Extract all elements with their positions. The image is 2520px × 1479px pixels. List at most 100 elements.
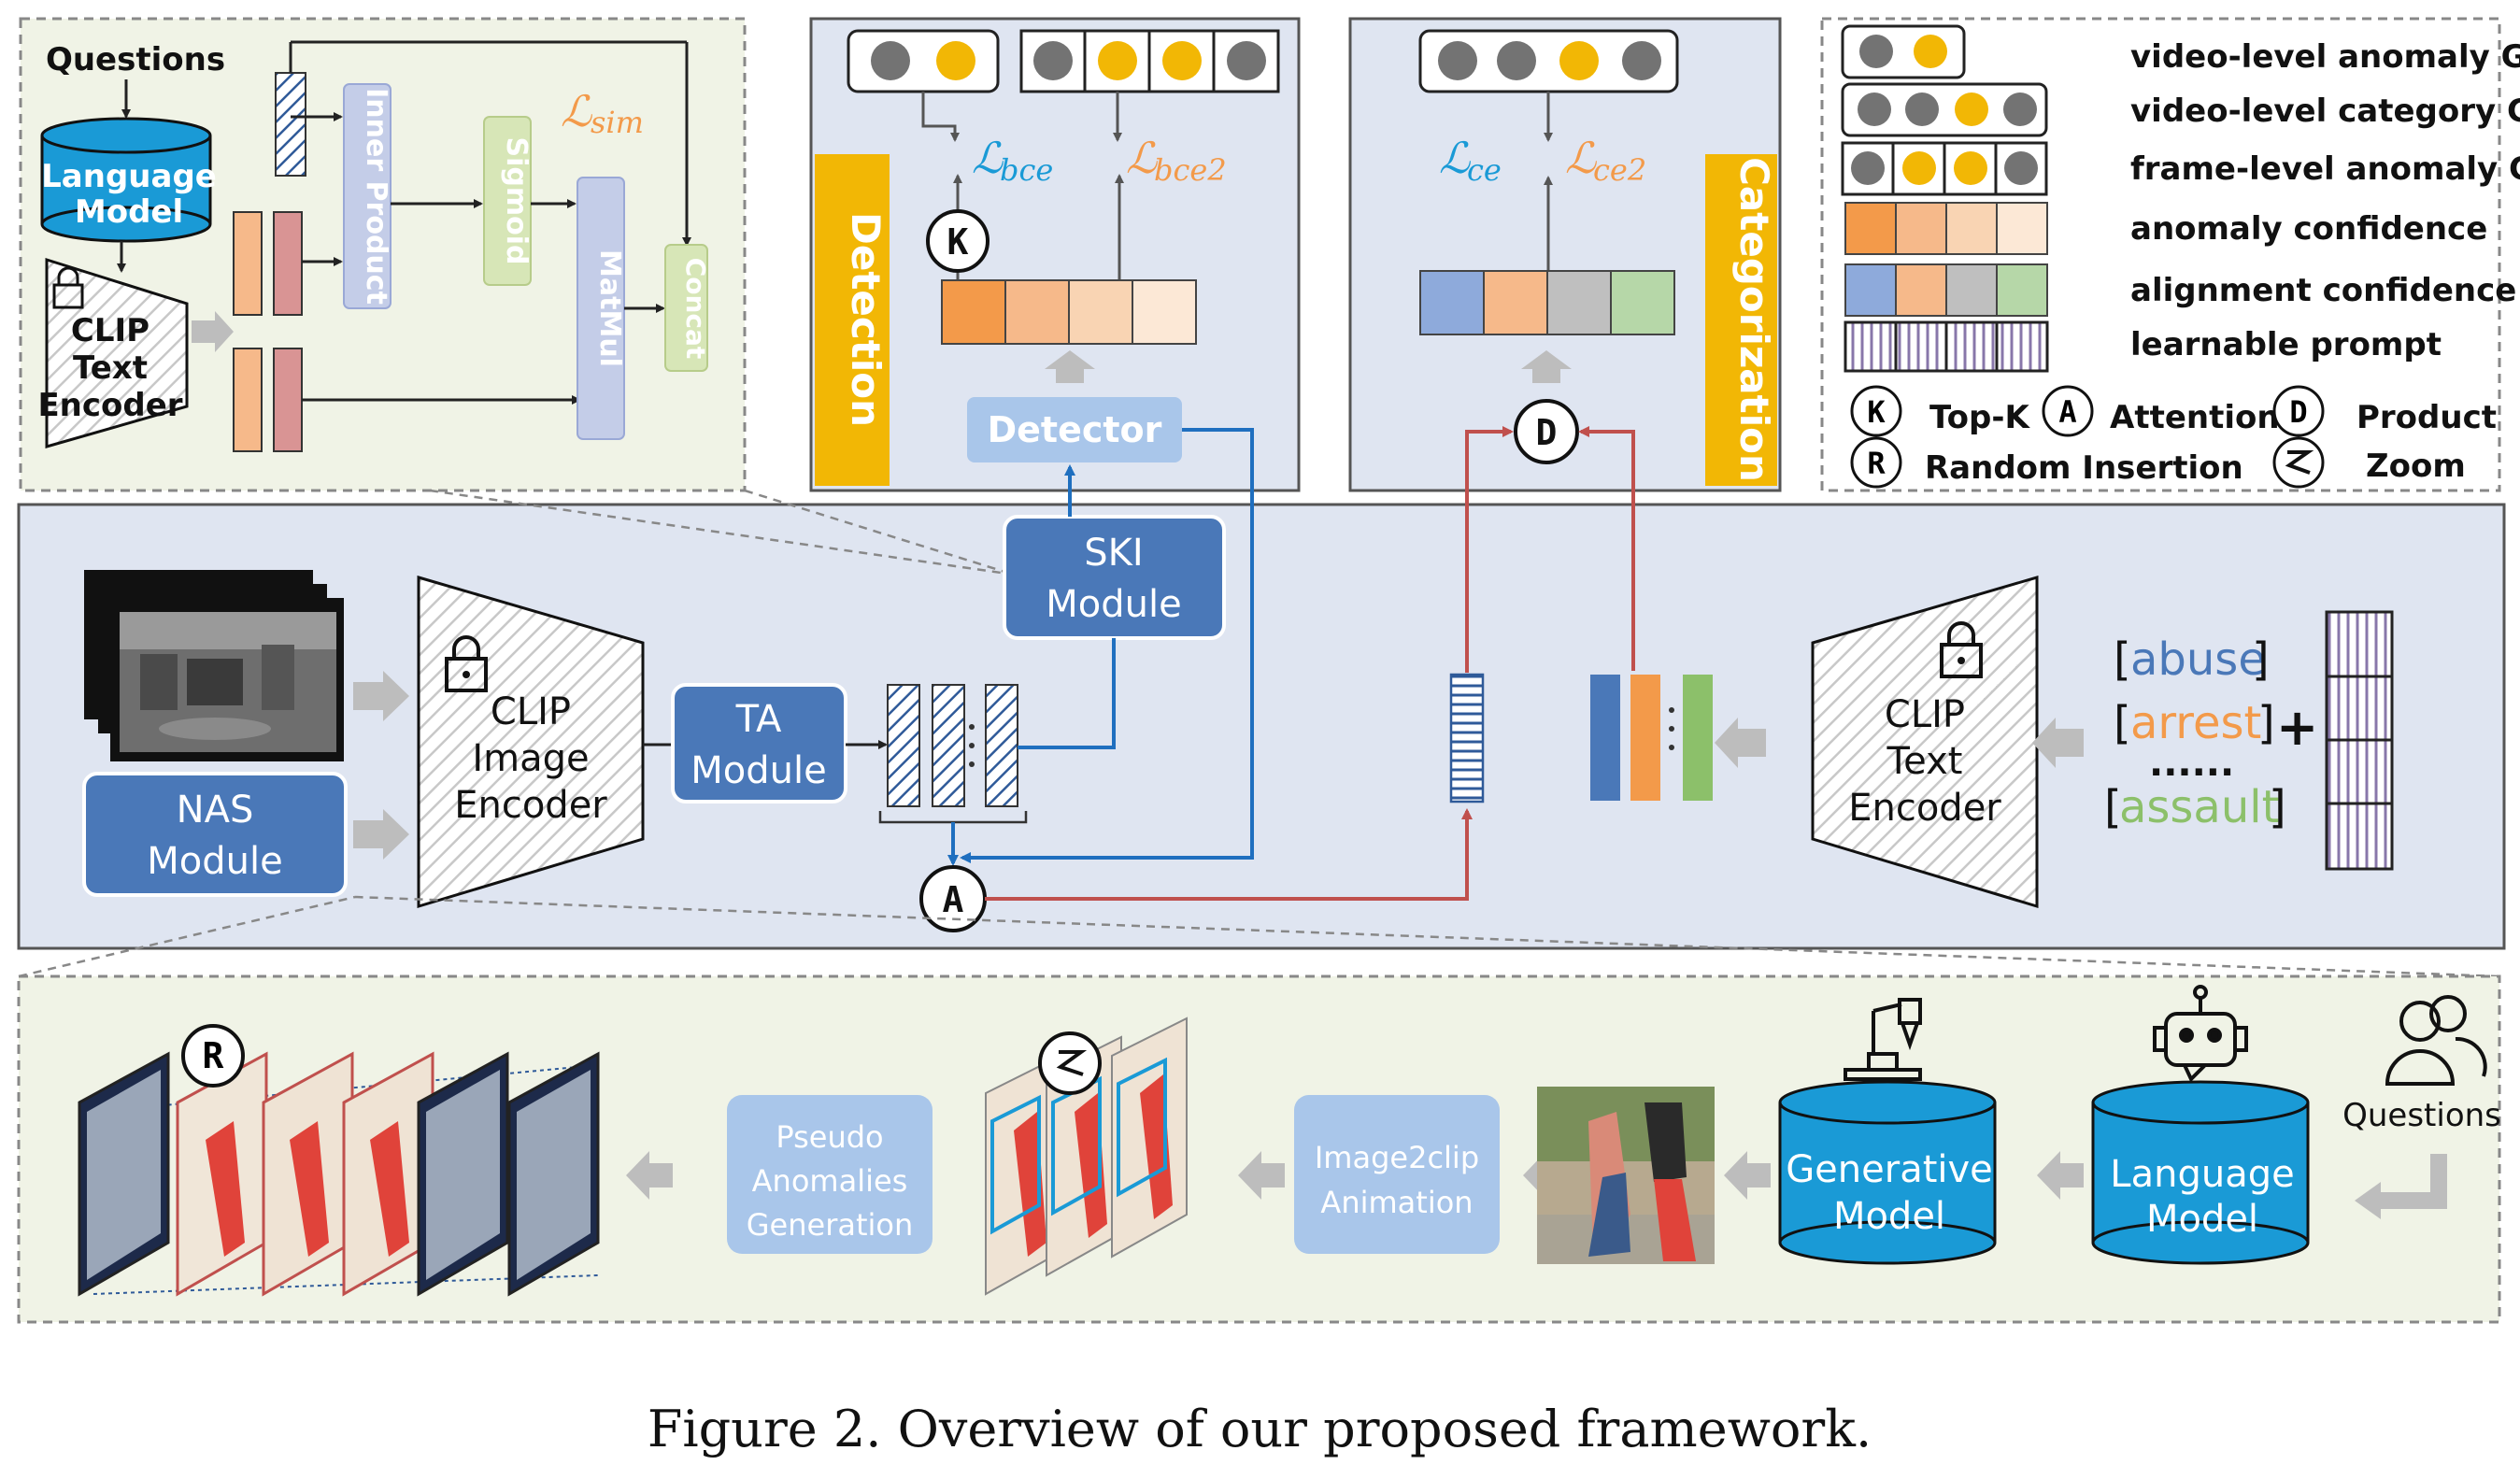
language-model-label-1: Language <box>41 158 217 195</box>
product-symbol: D <box>1536 412 1558 453</box>
inner-product-box <box>343 83 392 309</box>
legend-zoom-icon <box>2272 436 2325 489</box>
video-frames <box>84 570 344 761</box>
lock-icon <box>52 266 84 309</box>
loss-sim-sub: sim <box>591 105 644 140</box>
clip-image-label-1: CLIP <box>491 690 571 733</box>
inserted-frames <box>78 1051 600 1297</box>
loss-ce-L: ℒ <box>1439 133 1471 183</box>
topk-symbol: K <box>947 221 969 263</box>
ta-module-label-1: TA <box>735 698 782 741</box>
loss-bce2-sub: bce2 <box>1154 152 1227 188</box>
legend-label-4: anomaly confidence <box>2130 210 2487 248</box>
product-circle-icon <box>1514 399 1579 464</box>
clip-text-label-1: CLIP <box>1885 693 1965 736</box>
language-model-cylinder-bottom: Language Model <box>2091 1080 2310 1265</box>
inner-product-label: Inner Product <box>360 88 392 305</box>
language-model-cylinder: Language Model <box>40 117 217 243</box>
loss-ce2-L: ℒ <box>1565 133 1597 183</box>
legend-label-6: learnable prompt <box>2130 326 2442 363</box>
random-symbol: R <box>203 1035 224 1076</box>
language-bottom-label-1: Language <box>2110 1153 2294 1196</box>
generative-model-cylinder: Generative Model <box>1778 1080 1997 1265</box>
attention-symbol: A <box>943 879 964 920</box>
legend: video-level anomaly GT video-level categ… <box>1820 17 2520 492</box>
legend-topk-symbol: K <box>1867 394 1886 430</box>
generative-label-2: Model <box>1833 1195 1945 1238</box>
zoom-circle-icon <box>1038 1031 1102 1095</box>
image2clip-label-1: Image2clip <box>1315 1140 1479 1175</box>
detection-side-label: Detection <box>843 212 889 427</box>
random-insertion-icon <box>181 1024 245 1088</box>
loss-bce-L: ℒ <box>972 133 1004 183</box>
bracket-open-2: [ <box>2114 697 2131 749</box>
concat-label: Concat <box>680 258 711 360</box>
plus-sign: + <box>2276 698 2318 757</box>
chatbot-icon <box>2153 985 2248 1083</box>
people-icon <box>2385 995 2487 1086</box>
detection-panel: Detection ℒ bce ℒ bce2 K Detect <box>809 17 1301 492</box>
legend-random-icon <box>1850 436 1902 489</box>
text-feature-panel: Questions Language Model CLIP Text Encod… <box>19 17 747 492</box>
main-pipeline-panel: NAS Module CLIP Image Encoder TA Module <box>17 426 2506 950</box>
detector-label: Detector <box>988 409 1162 450</box>
questions-label: Questions <box>46 41 225 78</box>
generative-label-1: Generative <box>1786 1148 1993 1191</box>
image2clip-box <box>1294 1095 1500 1254</box>
robot-arm-icon <box>1844 998 1922 1081</box>
loss-ce2-sub: ce2 <box>1593 152 1646 188</box>
category-assault: assault <box>2119 781 2279 833</box>
pseudo-label-1: Pseudo <box>776 1119 883 1155</box>
ta-module-label-2: Module <box>691 749 826 792</box>
legend-random-symbol: R <box>1867 446 1886 481</box>
detector-box <box>967 397 1182 462</box>
loss-sim-L: ℒ <box>561 86 592 136</box>
image2clip-label-2: Animation <box>1320 1185 1473 1220</box>
generated-image <box>1537 1087 1715 1264</box>
lock-icon <box>445 635 488 692</box>
pseudo-anomalies-box <box>727 1095 933 1254</box>
nas-module-box <box>82 772 348 897</box>
clip-text-encoder-main: CLIP Text Encoder <box>1811 576 2039 909</box>
legend-topk-icon <box>1850 385 1902 437</box>
lock-icon <box>1940 621 1983 678</box>
legend-product-symbol: D <box>2289 394 2307 430</box>
legend-label-1: video-level anomaly GT <box>2130 38 2520 76</box>
legend-random-label: Random Insertion <box>1925 449 2243 487</box>
clip-text-label-2: Text <box>1886 740 1963 783</box>
bracket-close-2: ] <box>2257 697 2275 749</box>
clip-label: CLIP <box>71 312 149 349</box>
category-dots: ...... <box>2149 742 2234 785</box>
categorization-panel: Categorization ℒ ce ℒ ce2 D <box>1348 17 1782 492</box>
pseudo-label-3: Generation <box>747 1207 914 1243</box>
clip-text-label-3: Encoder <box>1848 787 2001 830</box>
figure-caption: Figure 2. Overview of our proposed frame… <box>648 1400 1872 1458</box>
bracket-close-1: ] <box>2252 633 2270 686</box>
topk-circle-icon <box>926 209 989 273</box>
bottom-questions-label: Questions <box>2342 1097 2501 1134</box>
language-bottom-label-2: Model <box>2146 1198 2258 1241</box>
clip-image-label-2: Image <box>472 737 589 780</box>
return-arrow-icon <box>2355 1154 2447 1219</box>
text-label: Text <box>73 349 148 387</box>
categorization-side-label: Categorization <box>1731 157 1777 482</box>
legend-attention-label: Attention <box>2110 399 2280 436</box>
legend-product-icon <box>2272 385 2325 437</box>
sigmoid-label: Sigmoid <box>500 137 533 265</box>
legend-label-3: frame-level anomaly GT <box>2130 150 2520 188</box>
nas-module-label-2: Module <box>147 840 282 883</box>
sigmoid-box <box>483 116 532 286</box>
legend-label-2: video-level category GT <box>2130 92 2520 130</box>
legend-attention-symbol: A <box>2058 394 2076 430</box>
loss-bce2-L: ℒ <box>1126 133 1158 183</box>
ski-module-label-2: Module <box>1046 583 1181 626</box>
bracket-close-3: ] <box>2269 781 2286 833</box>
legend-product-label: Product <box>2356 399 2497 436</box>
category-arrest: arrest <box>2130 697 2261 749</box>
legend-topk-label: Top-K <box>1929 399 2030 436</box>
nas-module-label-1: NAS <box>177 789 254 832</box>
zoom-clip-frames <box>985 1017 1188 1296</box>
loss-ce-sub: ce <box>1467 152 1502 188</box>
pseudo-anomaly-panel: R Pseudo Anomalies Generation Image2clip… <box>17 895 2501 1324</box>
